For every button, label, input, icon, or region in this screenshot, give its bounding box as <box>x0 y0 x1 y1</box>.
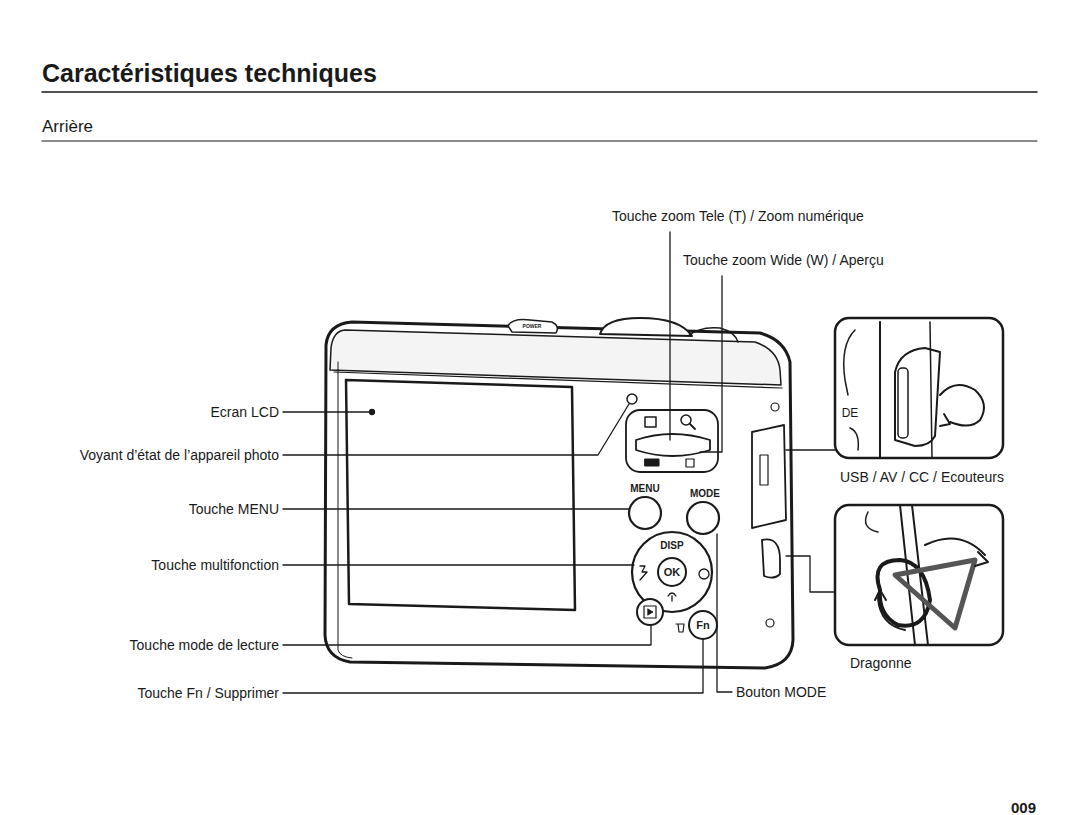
callout-label: Touche zoom Wide (W) / Aperçu <box>683 252 884 268</box>
button-marking: OK <box>664 566 681 579</box>
button-marking: MENU <box>630 483 659 495</box>
callout-label: Touche zoom Tele (T) / Zoom numérique <box>612 208 864 224</box>
strap-inset <box>835 505 1003 645</box>
panel-marking: DE <box>842 407 859 421</box>
button-marking: Fn <box>696 619 709 632</box>
port-inset <box>835 318 1003 458</box>
button-marking: MODE <box>690 488 720 500</box>
page-title: Caractéristiques techniques <box>42 59 377 88</box>
camera-body <box>325 318 793 668</box>
title-rule <box>42 91 1037 93</box>
callout-label: Touche Fn / Supprimer <box>137 685 279 701</box>
callout-label: USB / AV / CC / Ecouteurs <box>840 469 1004 485</box>
menu-button <box>629 497 661 529</box>
ok-button <box>658 558 686 586</box>
callout-label: Bouton MODE <box>736 684 826 700</box>
status-led <box>627 394 637 404</box>
mode-button <box>687 502 719 534</box>
leader-lines <box>283 232 835 693</box>
callout-label: Ecran LCD <box>211 404 279 420</box>
section-rule <box>42 141 1037 142</box>
port-cover <box>752 425 786 528</box>
fn-button <box>689 611 717 639</box>
page-number: 009 <box>1011 799 1036 815</box>
callout-label: Touche mode de lecture <box>130 637 279 653</box>
strap-lug <box>762 539 780 577</box>
button-marking: POWER <box>523 324 542 330</box>
zoom-rocker <box>626 410 718 472</box>
callout-label: Voyant d’état de l’appareil photo <box>80 447 279 463</box>
section-heading: Arrière <box>42 117 93 137</box>
callout-label: Touche MENU <box>189 501 279 517</box>
callout-label: Dragonne <box>850 655 912 671</box>
playback-button <box>637 599 663 625</box>
callout-label: Touche multifonction <box>151 557 279 573</box>
lcd-screen <box>346 380 575 610</box>
button-marking: DISP <box>660 540 683 552</box>
